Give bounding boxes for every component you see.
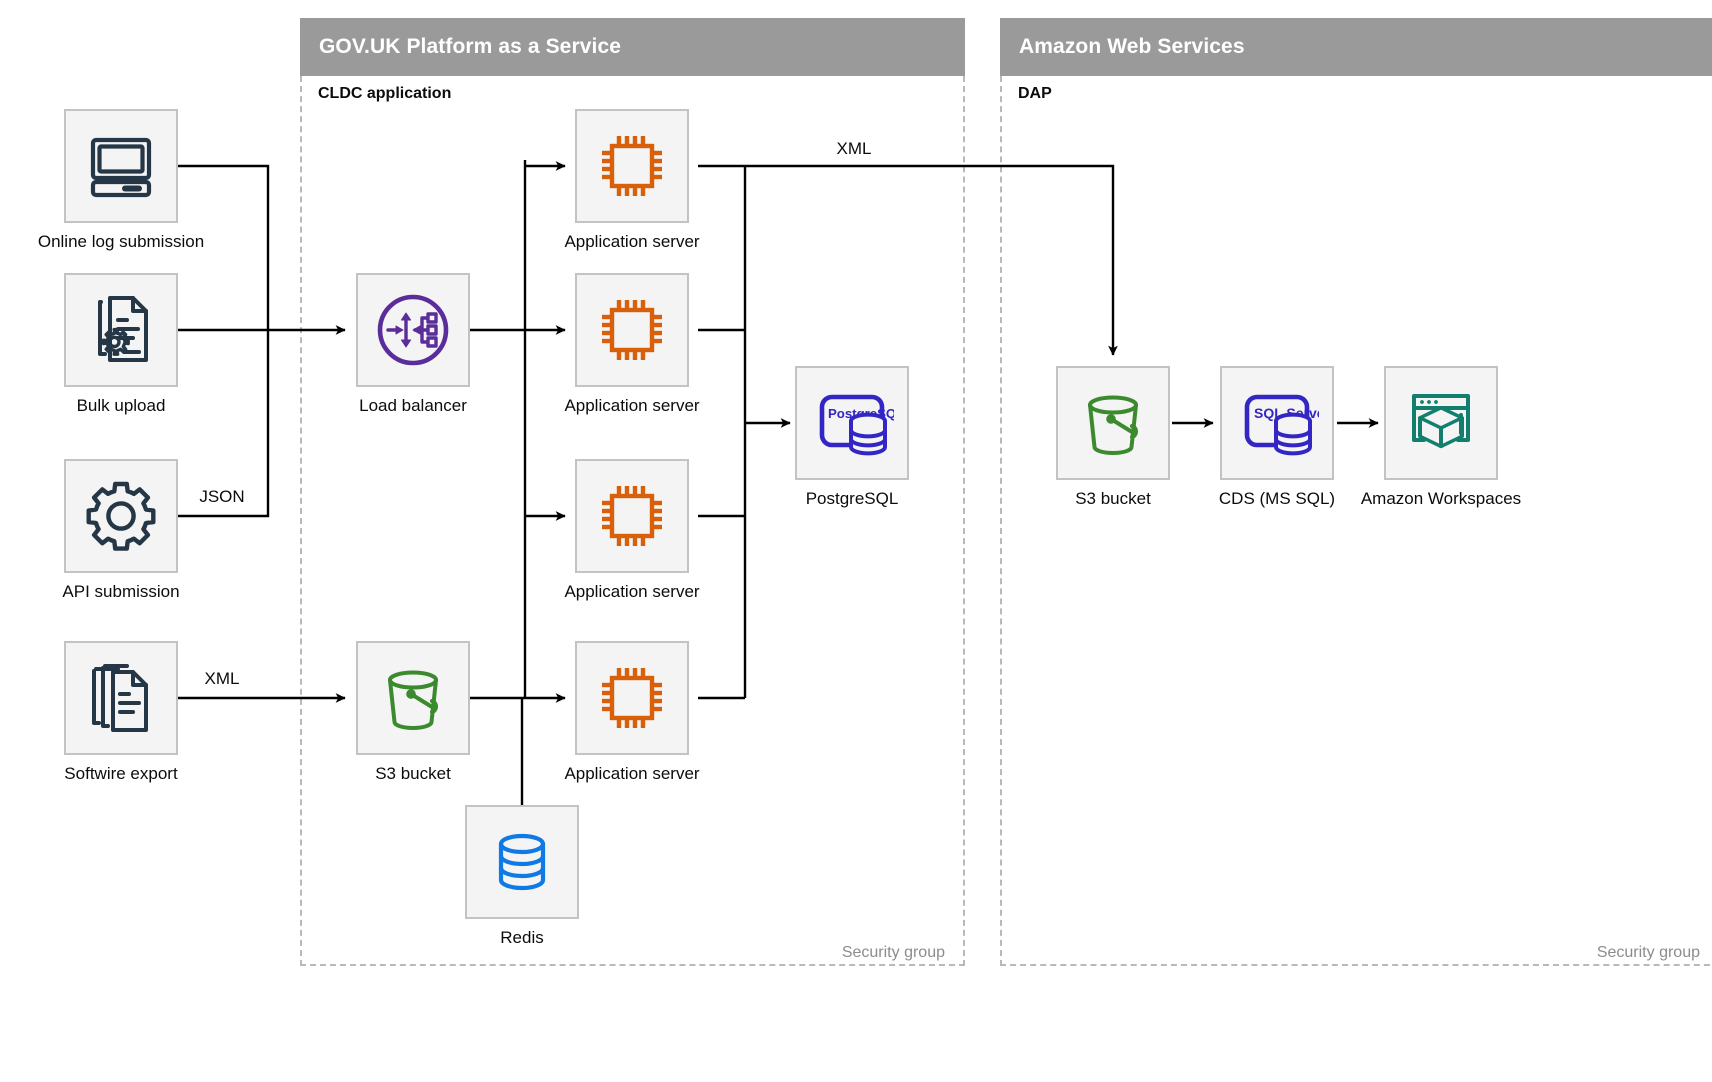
tile-app-server-4 [575, 641, 689, 755]
cpu-chip-icon [602, 300, 662, 360]
label-app-server-2: Application server [564, 396, 700, 415]
label-load-balancer: Load balancer [359, 396, 467, 415]
edge-label-xml-export: XML [204, 669, 240, 688]
tile-load-balancer [356, 273, 470, 387]
gear-icon [86, 481, 156, 551]
bucket-icon [1088, 395, 1139, 455]
group-header-paas-label: GOV.UK Platform as a Service [319, 35, 621, 58]
group-boundary-paas [300, 76, 965, 966]
tile-app-server-2 [575, 273, 689, 387]
label-app-server-4: Application server [564, 764, 700, 783]
load-balancer-icon [377, 294, 449, 366]
workspaces-icon [1412, 394, 1470, 449]
edge-label-xml-dap: XML [836, 139, 872, 158]
tile-s3-bucket-paas [356, 641, 470, 755]
tile-softwire-export [64, 641, 178, 755]
tile-postgresql: PostgreSQL [795, 366, 909, 480]
cpu-chip-icon [602, 136, 662, 196]
label-app-server-1: Application server [564, 232, 700, 251]
tile-api-submission [64, 459, 178, 573]
label-redis: Redis [500, 928, 544, 947]
documents-stack-icon [92, 664, 148, 732]
group-sublabel-dap: DAP [1018, 85, 1052, 102]
label-api-submission: API submission [62, 582, 180, 601]
label-softwire-export: Softwire export [64, 764, 178, 783]
edge-label-json: JSON [199, 487, 245, 506]
tile-s3-bucket-aws [1056, 366, 1170, 480]
label-postgresql: PostgreSQL [805, 489, 899, 508]
database-icon [498, 833, 546, 891]
security-group-label-paas: Security group [841, 944, 945, 961]
group-header-paas: GOV.UK Platform as a Service [300, 18, 965, 76]
tile-app-server-1 [575, 109, 689, 223]
cpu-chip-icon [602, 668, 662, 728]
label-bulk-upload: Bulk upload [76, 396, 166, 415]
label-s3-bucket-paas: S3 bucket [375, 764, 451, 783]
label-s3-bucket-aws: S3 bucket [1075, 489, 1151, 508]
tile-redis [465, 805, 579, 919]
bucket-icon [388, 670, 439, 730]
tile-app-server-3 [575, 459, 689, 573]
tile-online-log-submission [64, 109, 178, 223]
group-header-aws-label: Amazon Web Services [1019, 35, 1245, 58]
sqlserver-icon: SQL Server [1244, 394, 1319, 456]
label-amazon-workspaces: Amazon Workspaces [1360, 489, 1522, 508]
document-gear-icon [98, 296, 148, 362]
cpu-chip-icon [602, 486, 662, 546]
tile-bulk-upload [64, 273, 178, 387]
label-cds-ms-sql: CDS (MS SQL) [1218, 489, 1336, 508]
tile-cds-ms-sql: SQL Server [1220, 366, 1334, 480]
label-app-server-3: Application server [564, 582, 700, 601]
group-boundary-aws [1000, 76, 1712, 966]
label-online-log-submission: Online log submission [37, 232, 205, 251]
tile-amazon-workspaces [1384, 366, 1498, 480]
group-header-aws: Amazon Web Services [1000, 18, 1712, 76]
group-sublabel-cldc-application: CLDC application [318, 85, 452, 102]
postgresql-icon: PostgreSQL [819, 394, 894, 456]
desktop-computer-icon [90, 137, 152, 198]
security-group-label-aws: Security group [1596, 944, 1700, 961]
